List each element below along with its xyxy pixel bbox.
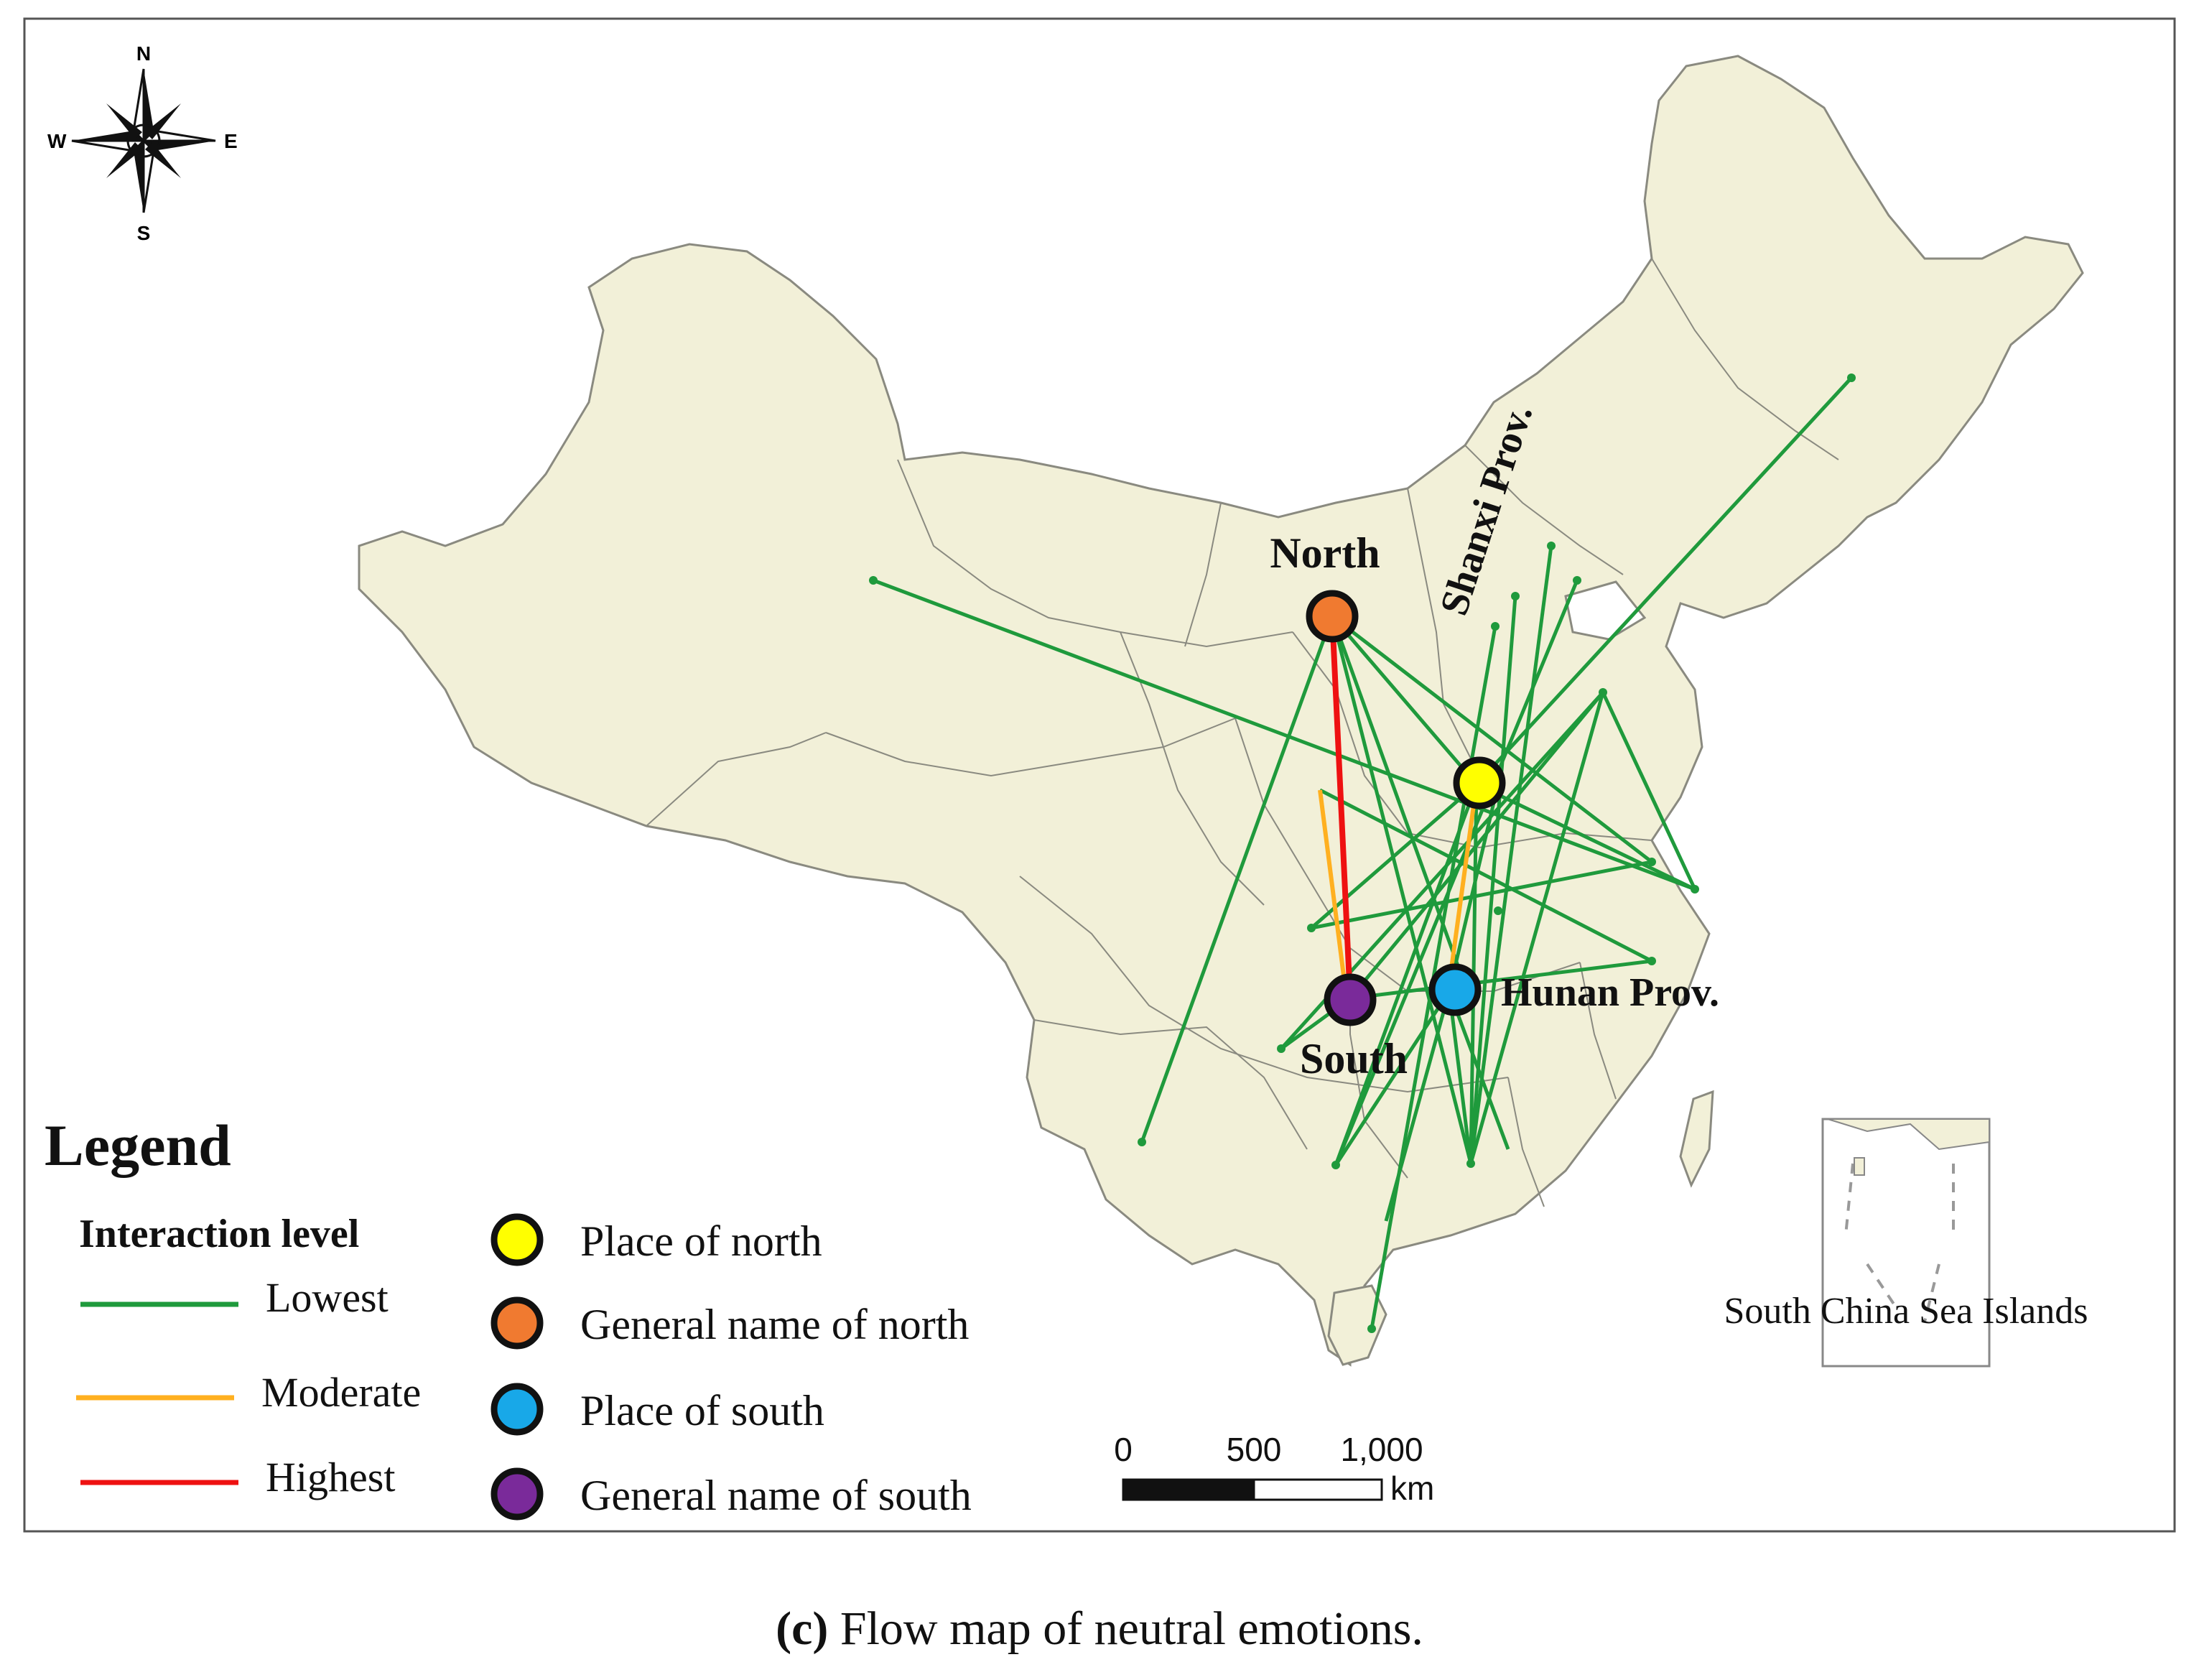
south-node [1324,973,1377,1026]
legend: Legend Interaction level Lowest Moderate… [45,1113,972,1521]
legend-place-south-icon [491,1383,544,1436]
legend-general-north-icon [491,1296,544,1350]
flow-line [1330,616,1473,1164]
legend-subtitle: Interaction level [79,1212,359,1256]
flow-line [1469,692,1605,1164]
flow-line [1475,376,1853,786]
label-north: North [1270,529,1380,577]
legend-general-south-icon [491,1467,544,1521]
flow-lines-lowest [873,376,1853,1329]
flow-lines-highest [1329,616,1353,999]
flow-line [1601,691,1697,891]
flow-line [1384,990,1451,1222]
flow-line [1469,545,1553,1164]
flow-line [1447,784,1479,985]
label-hunan: Hunan Prov. [1501,970,1719,1015]
flow-endpoints [869,373,1856,1333]
scale-tick-1000: 1,000 [1340,1431,1423,1468]
legend-general-south-label: General name of south [580,1472,972,1519]
scale-bar: 0 500 1,000 km [1114,1431,1434,1507]
flow-line [1334,990,1451,1166]
compass-s-label: S [137,222,151,244]
legend-general-north-label: General name of north [580,1301,969,1348]
compass-rose: N S E W [47,42,238,244]
caption-prefix: (c) [776,1602,829,1655]
compass-w-label: W [47,130,67,152]
legend-highest-label: Highest [266,1454,395,1500]
flow-line [1334,580,1579,1166]
scale-unit: km [1390,1470,1434,1507]
flow-line [1447,784,1500,992]
flow-line [1331,615,1653,863]
north-node [1306,590,1359,643]
flow-line [1331,615,1478,786]
flow-line [1334,784,1479,1166]
figure-caption: (c) Flow map of neutral emotions. [0,1602,2199,1656]
flow-line [1311,860,1652,930]
compass-e-label: E [224,130,238,152]
south-china-sea-inset [1821,1118,1991,1368]
legend-place-north-label: Place of north [580,1217,822,1265]
compass-n-label: N [136,42,151,65]
flow-line [1447,990,1510,1150]
legend-lowest-label: Lowest [266,1274,389,1321]
flow-line [1330,616,1474,1006]
flow-line [1310,783,1478,929]
flow-line [1318,789,1348,993]
flow-line [1329,616,1353,999]
legend-place-north-icon [491,1213,544,1266]
flow-line [873,578,1696,891]
flow-line [1447,990,1473,1164]
label-south: South [1300,1035,1408,1082]
flow-line [1319,788,1653,963]
caption-text: Flow map of neutral emotions. [828,1602,1423,1655]
hunan-node [1428,963,1482,1016]
flow-line [1349,959,1652,1001]
shanxi-node [1453,756,1506,809]
legend-moderate-label: Moderate [261,1369,421,1416]
flow-lines-moderate [1318,784,1479,993]
scale-tick-0: 0 [1114,1431,1133,1468]
flow-line [1140,616,1334,1143]
legend-title: Legend [45,1113,231,1178]
legend-place-south-label: Place of south [580,1387,824,1434]
scale-tick-500: 500 [1227,1431,1282,1468]
flow-line [1349,691,1604,1000]
taiwan-island [1679,1090,1714,1188]
label-inset: South China Sea Islands [1724,1291,2088,1332]
hainan-island [1327,1284,1387,1366]
